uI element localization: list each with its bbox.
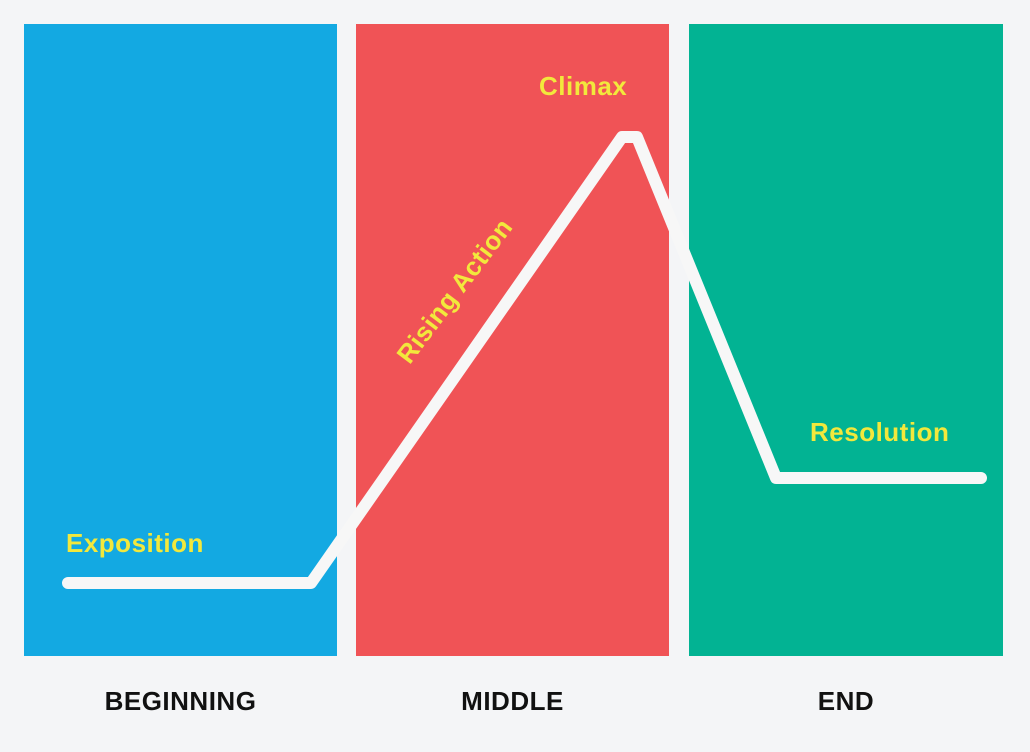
climax-label: Climax (539, 71, 628, 101)
beginning-section-label: BEGINNING (104, 686, 257, 716)
middle-panel (356, 24, 669, 656)
resolution-label: Resolution (810, 417, 950, 447)
end-section-label: END (817, 686, 875, 716)
end-panel (689, 24, 1003, 656)
beginning-panel (24, 24, 337, 656)
exposition-label: Exposition (66, 528, 204, 558)
story-arc-line (62, 131, 987, 589)
middle-section-label: MIDDLE (461, 686, 564, 716)
